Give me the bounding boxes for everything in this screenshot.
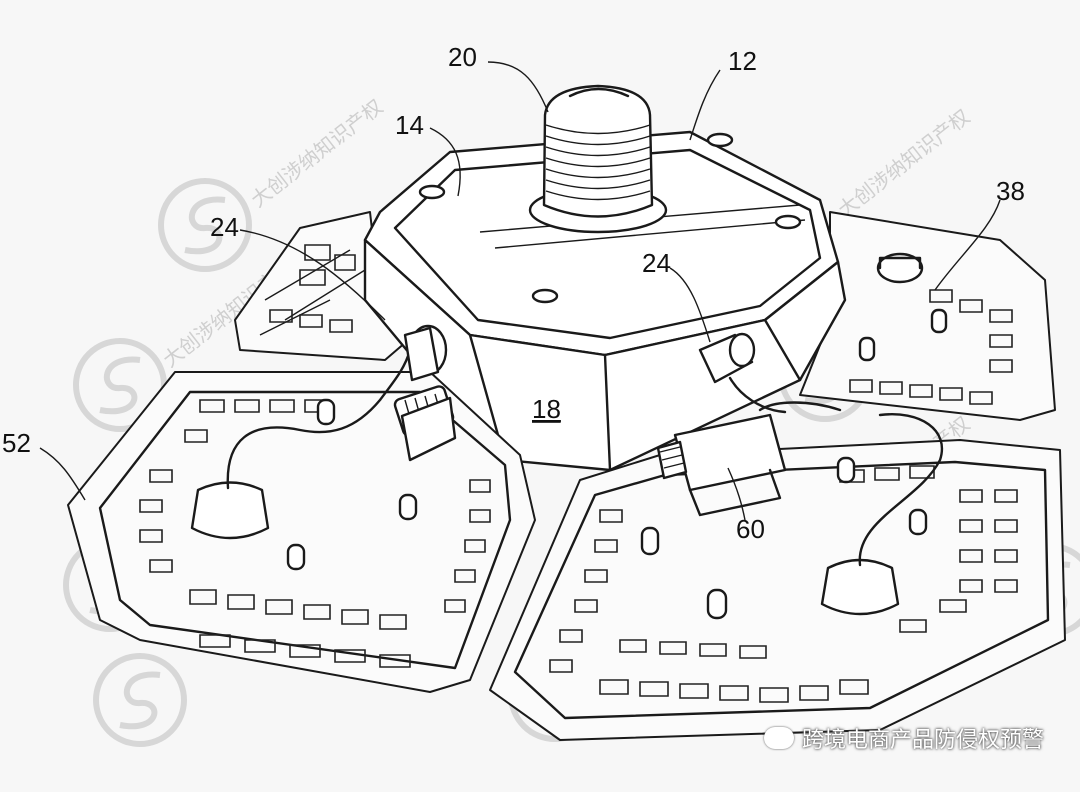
ref-label-18: 18: [532, 394, 561, 424]
wechat-icon: [763, 727, 794, 749]
ref-label-60: 60: [736, 514, 765, 544]
ref-label-12: 12: [728, 46, 757, 76]
ref-label-52: 52: [2, 428, 31, 458]
lamp-housing: [363, 130, 847, 472]
connector-left: [403, 324, 448, 382]
reference-labels: 20 12 14 24 24 38 18 52 60: [2, 42, 1025, 544]
watermark-logo: [93, 653, 187, 747]
watermark-text: 大创涉纳知识产权: [246, 95, 387, 212]
panel-left-front: [67, 348, 536, 693]
panel-right-upper: [799, 211, 1056, 421]
leader-lines: [39, 61, 1001, 521]
source-caption: 跨境电商产品防侵权预警: [763, 722, 1044, 754]
ref-label-14: 14: [395, 110, 424, 140]
ref-label-24-left: 24: [210, 212, 239, 242]
ref-label-38: 38: [996, 176, 1025, 206]
panel-right-front: [489, 401, 1066, 741]
connector-right: [698, 332, 787, 414]
watermark-logo: [158, 178, 252, 272]
ref-label-20: 20: [448, 42, 477, 72]
ref-label-24-right: 24: [642, 248, 671, 278]
screw-base: [528, 84, 668, 234]
watermark-text: 大创涉纳知识产权: [833, 105, 974, 222]
caption-text: 跨境电商产品防侵权预警: [801, 728, 1044, 753]
